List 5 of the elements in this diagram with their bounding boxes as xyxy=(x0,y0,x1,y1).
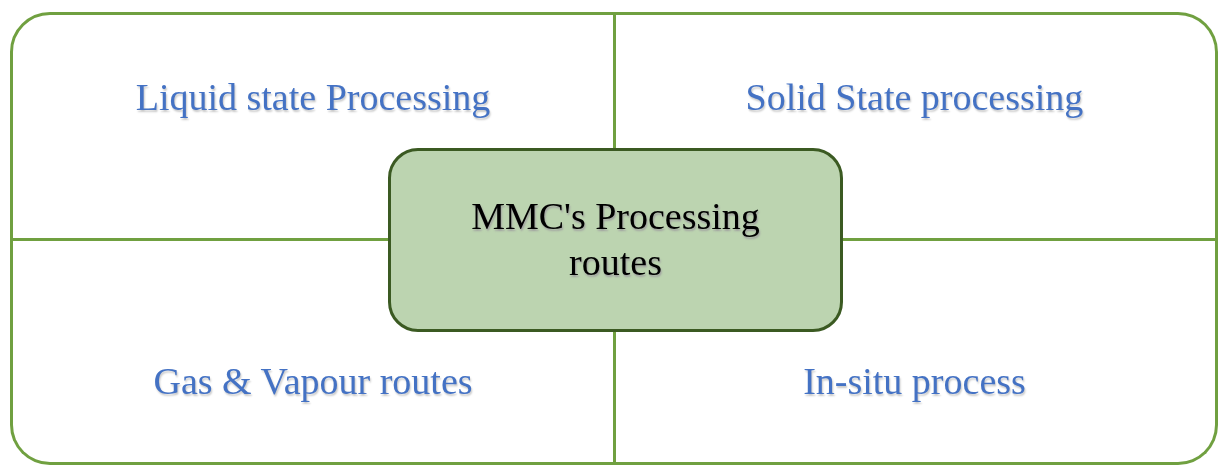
quadrant-title: Gas & Vapour routes xyxy=(153,359,473,403)
quadrant-title: Solid State processing xyxy=(745,75,1084,119)
quadrant-title: In-situ process xyxy=(803,359,1026,403)
quadrant-title: Liquid state Processing xyxy=(135,75,491,119)
center-box: MMC's Processing routes xyxy=(388,148,843,332)
